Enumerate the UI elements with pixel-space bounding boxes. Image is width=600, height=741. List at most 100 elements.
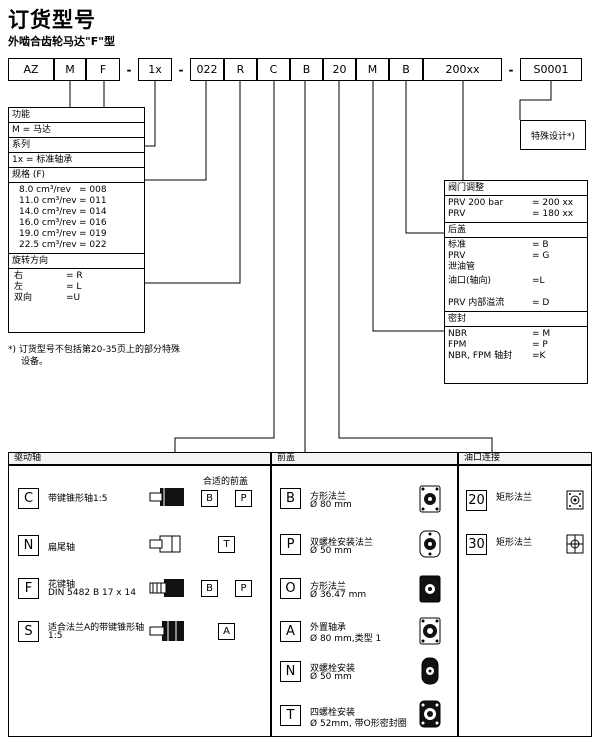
suitable-front-label: 合适的前盖 xyxy=(203,477,249,487)
code-cell-12: S0001 xyxy=(520,58,582,81)
rotation-label: 双向 xyxy=(14,293,33,303)
rectangular-flange-port-icon xyxy=(566,534,584,554)
rearcover-row: PRV 内部溢流 = D xyxy=(448,298,584,309)
size-label: 16.0 cm³/rev xyxy=(19,218,77,228)
drive-cover-p: P xyxy=(235,580,252,597)
drive-panel xyxy=(8,465,271,737)
size-code: = 016 xyxy=(79,218,107,228)
square-flange-small-icon xyxy=(419,575,441,603)
front-desc-2: Ø 50 mm xyxy=(310,546,352,556)
size-row: 19.0 cm³/rev= 019 xyxy=(19,229,144,240)
rearcover-code: = B xyxy=(532,240,549,250)
code-cell-11: 200xx xyxy=(423,58,502,81)
order-note-line-1: *) 订货型号不包括第20-35页上的部分特殊 xyxy=(8,345,181,355)
size-code: = 011 xyxy=(79,196,107,206)
code-cell-9: M xyxy=(356,58,389,81)
seal-row: NBR = M xyxy=(448,329,584,340)
front-desc-2: Ø 80 mm,类型 1 xyxy=(310,634,382,644)
rotation-list: 右= R 左= L 双向=U xyxy=(9,269,144,306)
front-header: 前盖 xyxy=(271,452,458,465)
seal-code: =K xyxy=(532,351,546,361)
special-design-box: 特殊设计*) xyxy=(520,120,586,150)
square-flange-icon xyxy=(419,485,441,513)
drive-code-f: F xyxy=(18,578,39,599)
rearcover-label: PRV xyxy=(448,251,466,261)
function-header: 功能 xyxy=(9,108,144,123)
rotation-code: = L xyxy=(66,282,82,292)
rearcover-row: 油口(轴向)=L xyxy=(448,273,584,290)
front-code-b: B xyxy=(280,488,301,509)
drive-desc: 扁尾轴 xyxy=(48,543,76,553)
flat-end-shaft-icon xyxy=(149,535,181,553)
seal-code: = M xyxy=(532,329,551,339)
series-value: 1x = 标准轴承 xyxy=(9,153,144,168)
size-row: 16.0 cm³/rev= 016 xyxy=(19,218,144,229)
size-list: 8.0 cm³/rev= 008 11.0 cm³/rev= 011 14.0 … xyxy=(9,183,144,254)
code-cell-6: C xyxy=(257,58,290,81)
port-header: 油口连接 xyxy=(458,452,592,465)
front-code-n: N xyxy=(280,661,301,682)
code-cell-5: R xyxy=(224,58,257,81)
port-code-30: 30 xyxy=(466,534,487,555)
rotation-row: 右= R xyxy=(14,271,144,282)
valve-list: PRV 200 bar= 200 xx PRV= 180 xx xyxy=(445,196,587,223)
port-desc: 矩形法兰 xyxy=(496,538,533,548)
front-code-o: O xyxy=(280,578,301,599)
code-dash-3: - xyxy=(508,62,514,77)
front-desc-2: Ø 50 mm xyxy=(310,672,352,682)
valve-row: PRV= 180 xx xyxy=(448,209,584,220)
size-row: 14.0 cm³/rev= 014 xyxy=(19,207,144,218)
two-bolt-flange-icon xyxy=(419,530,441,558)
rearcover-label: PRV 内部溢流 xyxy=(448,298,505,308)
port-desc: 矩形法兰 xyxy=(496,493,533,503)
front-desc: 方形法兰 xyxy=(310,582,347,592)
drive-cover-p: P xyxy=(235,490,252,507)
drive-code-n: N xyxy=(18,535,39,556)
size-row: 22.5 cm³/rev= 022 xyxy=(19,240,144,251)
code-cell-7: B xyxy=(290,58,323,81)
code-cell-4: 022 xyxy=(190,58,224,81)
code-cell-0: AZ xyxy=(8,58,54,81)
drive-cover-b: B xyxy=(201,580,218,597)
code-cell-1: M xyxy=(54,58,86,81)
drive-desc: 花键轴 xyxy=(48,580,76,590)
rearcover-label: 泄油管 xyxy=(448,262,476,272)
tapered-key-shaft-icon xyxy=(149,488,184,506)
four-bolt-mount-icon xyxy=(419,700,441,728)
code-dash-1: - xyxy=(126,62,132,77)
code-cell-2: F xyxy=(86,58,120,81)
seal-label: NBR xyxy=(448,329,468,339)
front-code-t: T xyxy=(280,705,301,726)
drive-cover-a: A xyxy=(218,623,235,640)
seal-code: = P xyxy=(532,340,548,350)
drive-cover-b: B xyxy=(201,490,218,507)
rectangular-flange-port-icon xyxy=(566,490,584,510)
two-bolt-mount-icon xyxy=(421,657,439,685)
size-code: = 008 xyxy=(79,185,107,195)
drive-desc: 带键锥形轴1:5 xyxy=(48,494,108,504)
port-code-20: 20 xyxy=(466,490,487,511)
left-spec-panel: 功能 M = 马达 系列 1x = 标准轴承 规格 (F) 8.0 cm³/re… xyxy=(8,107,145,333)
tapered-key-shaft-a-icon xyxy=(149,621,184,641)
seal-row: NBR, FPM 轴封=K xyxy=(448,351,584,362)
code-cell-3: 1x xyxy=(138,58,172,81)
drive-desc-2: 1:5 xyxy=(48,631,63,641)
size-code: = 022 xyxy=(79,240,107,250)
valve-code: = 200 xx xyxy=(532,198,574,208)
size-label: 22.5 cm³/rev xyxy=(19,240,77,250)
rearcover-row: 标准= B xyxy=(448,240,584,251)
front-desc: 方形法兰 xyxy=(310,492,347,502)
drive-cover-t: T xyxy=(218,536,235,553)
front-desc: 四螺栓安装 xyxy=(310,708,356,718)
order-note: *) 订货型号不包括第20-35页上的部分特殊 设备。 xyxy=(8,344,228,368)
code-dash-2: - xyxy=(178,62,184,77)
size-code: = 014 xyxy=(79,207,107,217)
seal-list: NBR= M FPM= P NBR, FPM 轴封=K xyxy=(445,327,587,364)
rearcover-row: PRV= G xyxy=(448,251,584,262)
rearcover-code: = D xyxy=(532,298,550,308)
code-cell-10: B xyxy=(389,58,423,81)
page-title: 订货型号 xyxy=(8,8,96,32)
rotation-header: 旋转方向 xyxy=(9,254,144,269)
front-desc-2: Ø 80 mm xyxy=(310,500,352,510)
drive-desc: 适合法兰A的带键锥形轴 xyxy=(48,623,145,633)
